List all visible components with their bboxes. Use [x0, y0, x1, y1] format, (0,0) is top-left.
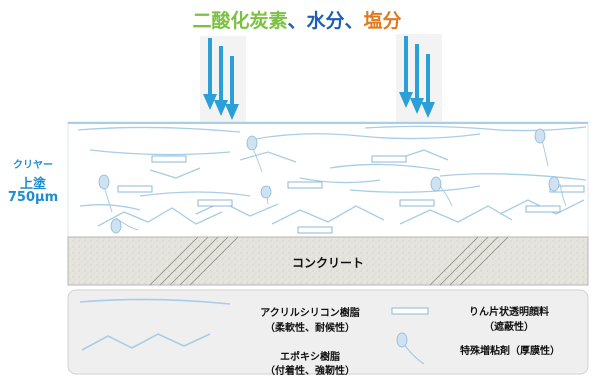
- arrow-group-left: [200, 36, 246, 122]
- legend-epoxy-name: エポキシ樹脂: [280, 352, 340, 363]
- title-water: 水分: [306, 10, 345, 32]
- diagram-title: 二酸化炭素、水分、塩分: [0, 6, 594, 33]
- title-co2: 二酸化炭素: [192, 10, 288, 32]
- down-arrow-icon: [214, 46, 228, 116]
- concrete-layer: [67, 236, 589, 286]
- down-arrow-icon: [203, 38, 217, 110]
- title-separator: 、: [287, 10, 307, 32]
- legend-acrylic-desc: （柔軟性、耐候性）: [265, 323, 355, 334]
- legend-flake-swatch: [391, 307, 429, 315]
- down-arrow-icon: [399, 36, 413, 108]
- legend-flake-name: りん片状透明顔料: [469, 307, 549, 318]
- legend-epoxy-desc: （付着性、強靭性）: [265, 366, 355, 377]
- layer-label-clear: クリヤー: [13, 160, 53, 171]
- legend-acrylic-name: アクリルシリコン樹脂: [260, 308, 360, 319]
- legend-flake-desc: （遮蔽性）: [484, 322, 534, 333]
- down-arrow-icon: [421, 54, 435, 118]
- flake-pigments: [117, 155, 585, 234]
- epoxy-resin-fibers: [97, 149, 585, 227]
- legend-box: [67, 289, 589, 375]
- legend-epoxy-swatch: [81, 333, 211, 351]
- layer-label-thickness: 750μm: [7, 190, 59, 205]
- legend-thickener-swatch: [396, 332, 425, 365]
- layer-label-topcoat: 上塗: [19, 177, 46, 192]
- legend-acrylic-swatch: [79, 298, 231, 305]
- title-separator: 、: [344, 10, 364, 32]
- down-arrow-icon: [225, 56, 239, 120]
- arrow-group-right: [396, 34, 442, 122]
- clear-coat-layer: [67, 121, 589, 238]
- legend-thickener-name: 特殊増粘剤（厚膜性）: [460, 346, 560, 357]
- thickener-particles: [98, 128, 567, 234]
- title-salt: 塩分: [363, 10, 402, 32]
- concrete-label: コンクリート: [291, 256, 364, 270]
- down-arrow-icon: [410, 44, 424, 114]
